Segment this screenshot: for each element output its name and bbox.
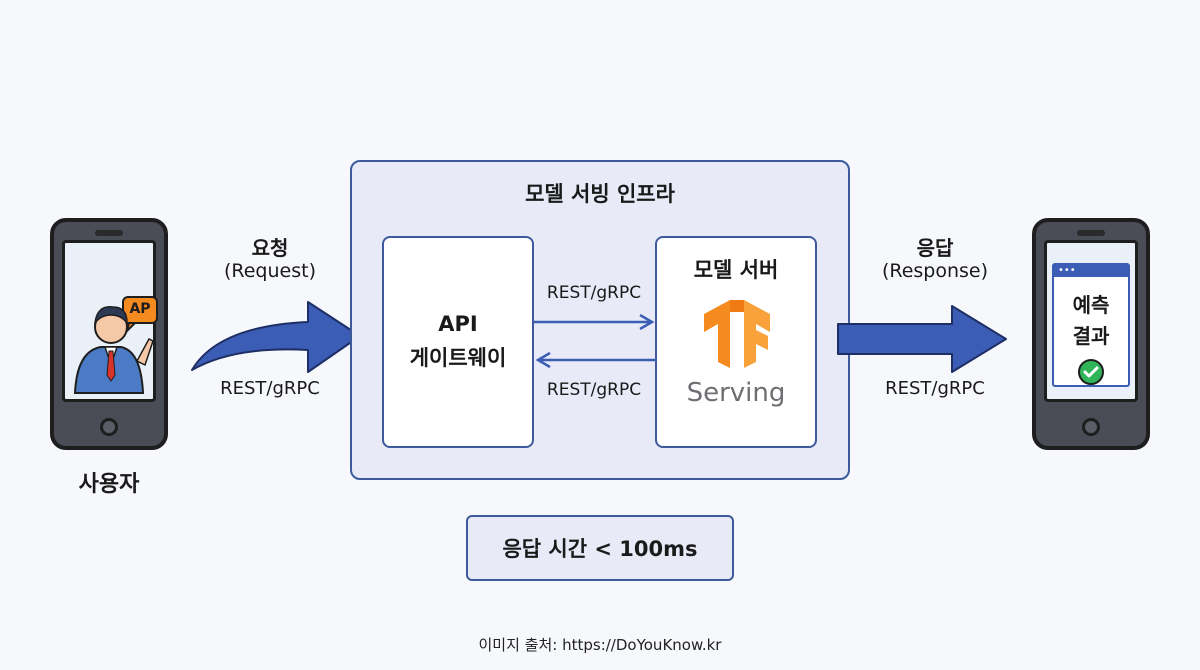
gateway-line2: 게이트웨이 xyxy=(409,346,507,370)
request-title: 요청 xyxy=(251,236,289,260)
arrow-to-gateway xyxy=(535,352,656,368)
model-server-box xyxy=(655,236,817,448)
user-avatar-illustration xyxy=(73,296,158,394)
check-circle-icon xyxy=(1078,359,1104,385)
api-gateway-box xyxy=(382,236,534,448)
latency-box: 응답 시간 < 100ms xyxy=(466,515,734,581)
gateway-line1: API xyxy=(438,312,478,336)
serving-logo-text: Serving xyxy=(686,378,786,408)
home-button xyxy=(100,418,118,436)
result-window: ••• 예측 결과 xyxy=(1052,263,1130,387)
internal-protocol-bottom: REST/gRPC xyxy=(546,380,642,400)
image-source-credit: 이미지 출처: https://DoYouKnow.kr xyxy=(478,636,722,654)
phone-notch xyxy=(95,230,123,236)
home-button xyxy=(1082,418,1100,436)
window-titlebar: ••• xyxy=(1054,265,1128,277)
ap-badge-text: AP xyxy=(129,301,151,317)
result-phone-screen: ••• 예측 결과 xyxy=(1044,240,1138,402)
user-label: 사용자 xyxy=(78,472,140,497)
response-title: 응답 xyxy=(916,236,954,260)
request-protocol: REST/gRPC xyxy=(220,378,320,399)
phone-notch xyxy=(1077,230,1105,236)
response-protocol: REST/gRPC xyxy=(885,378,985,399)
tensorflow-logo-icon xyxy=(704,300,770,368)
internal-protocol-top: REST/gRPC xyxy=(546,283,642,303)
request-arrow xyxy=(191,301,361,373)
result-line2: 결과 xyxy=(1072,324,1110,348)
user-phone-screen: AP xyxy=(62,240,158,402)
latency-text: 응답 시간 < 100ms xyxy=(502,537,698,561)
response-arrow xyxy=(837,305,1007,373)
window-dots-icon: ••• xyxy=(1058,265,1076,276)
infra-title: 모델 서빙 인프라 xyxy=(525,182,675,206)
result-phone: ••• 예측 결과 xyxy=(1032,218,1150,450)
response-subtitle: (Response) xyxy=(881,260,989,282)
result-line1: 예측 xyxy=(1072,293,1110,317)
request-subtitle: (Request) xyxy=(223,260,316,282)
model-server-title: 모델 서버 xyxy=(693,258,779,282)
user-phone: AP xyxy=(50,218,168,450)
arrow-to-server xyxy=(534,314,655,330)
